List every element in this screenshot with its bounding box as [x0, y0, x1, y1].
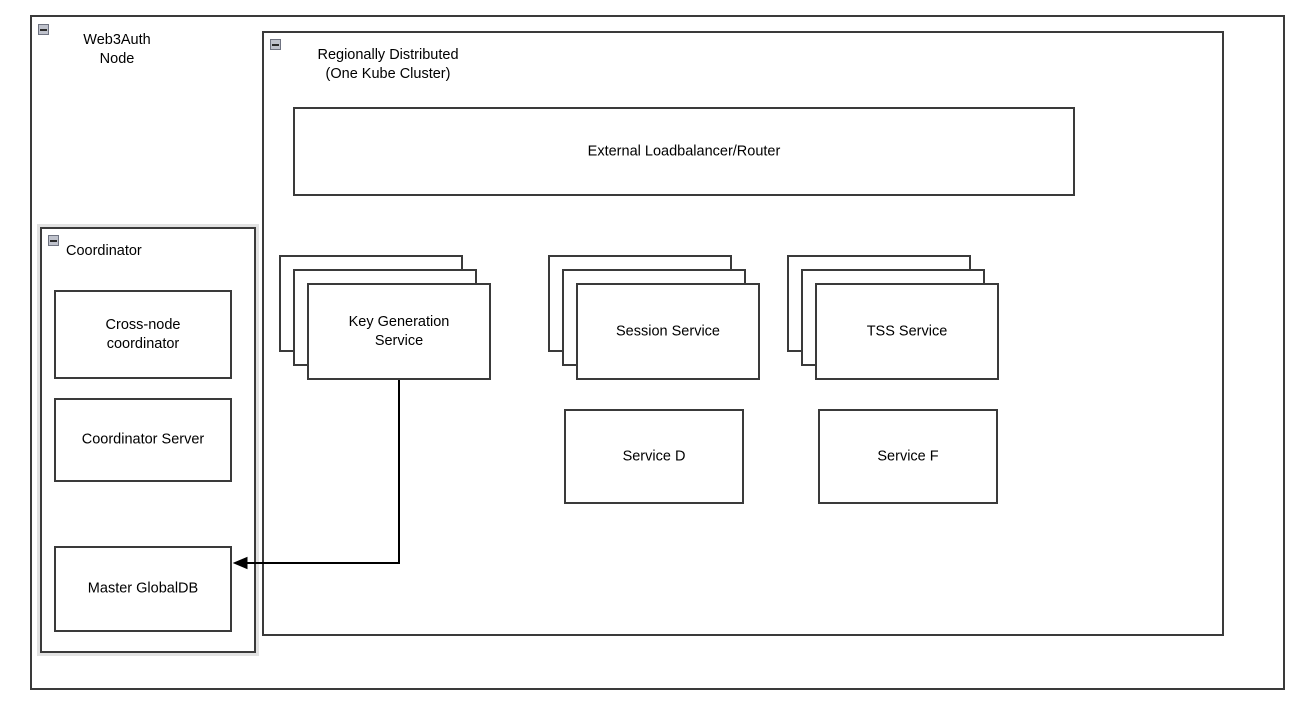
node-label-master-globaldb: Master GlobalDB — [87, 580, 199, 597]
collapse-minus-icon-coordinator[interactable] — [48, 235, 59, 246]
stack-layer-front[interactable]: Session Service — [576, 283, 760, 380]
container-label-coordinator: Coordinator — [66, 243, 142, 259]
node-label-external-loadbalancer-router: External Loadbalancer/Router — [587, 143, 781, 159]
node-label-service-f: Service F — [877, 448, 939, 464]
stack-layer-front[interactable]: TSS Service — [815, 283, 999, 380]
node-label-cross-node-coordinator: Cross-node coordinator — [105, 316, 181, 352]
collapse-minus-icon-cluster[interactable] — [270, 39, 281, 50]
node-external-loadbalancer-router[interactable]: External Loadbalancer/Router — [293, 107, 1075, 196]
node-label-coordinator-server: Coordinator Server — [81, 431, 205, 448]
node-service-f[interactable]: Service F — [818, 409, 998, 504]
node-stack-key-generation-service[interactable]: Key Generation Service — [279, 255, 491, 380]
node-cross-node-coordinator[interactable]: Cross-node coordinator — [54, 290, 232, 379]
collapse-minus-icon-web3auth-node[interactable] — [38, 24, 49, 35]
container-label-web3auth-node: Web3Auth Node — [83, 32, 151, 67]
node-label-tss-service: TSS Service — [866, 323, 948, 339]
node-label-key-generation-service: Key Generation Service — [348, 313, 450, 349]
node-master-globaldb[interactable]: Master GlobalDB — [54, 546, 232, 632]
container-label-cluster: Regionally Distributed (One Kube Cluster… — [317, 47, 459, 82]
node-stack-tss-service[interactable]: TSS Service — [787, 255, 999, 380]
node-coordinator-server[interactable]: Coordinator Server — [54, 398, 232, 482]
node-service-d[interactable]: Service D — [564, 409, 744, 504]
node-label-session-service: Session Service — [616, 323, 720, 339]
node-stack-session-service[interactable]: Session Service — [548, 255, 760, 380]
stack-layer-front[interactable]: Key Generation Service — [307, 283, 491, 380]
node-label-service-d: Service D — [622, 448, 686, 464]
